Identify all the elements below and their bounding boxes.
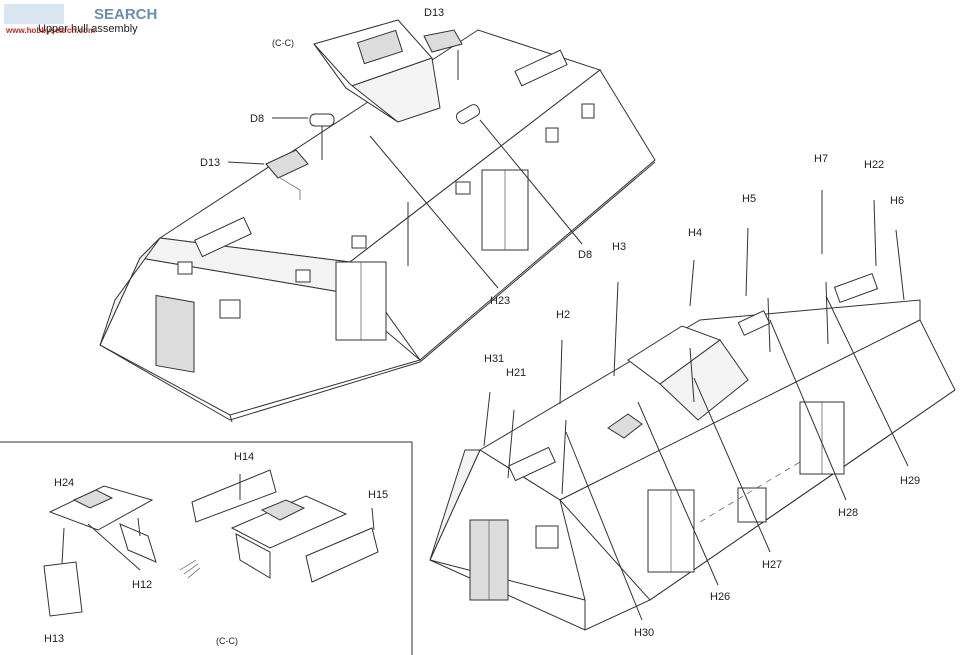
label-h30: H30 — [634, 627, 654, 639]
superstructure-right — [607, 310, 771, 439]
label-d8-left: D8 — [250, 113, 264, 125]
part-h23 — [369, 135, 499, 289]
watermark: SEARCH www.hobbysearch.com — [4, 4, 157, 35]
label-h21: H21 — [506, 367, 526, 379]
label-h29: H29 — [900, 475, 920, 487]
label-h2: H2 — [556, 309, 570, 321]
part-d13-left — [265, 149, 309, 200]
label-d8-right: D8 — [578, 249, 592, 261]
label-h28: H28 — [838, 507, 858, 519]
label-d13-left: D13 — [200, 157, 220, 169]
label-h23: H23 — [490, 295, 510, 307]
watermark-logo: SEARCH — [94, 6, 157, 23]
label-h26: H26 — [710, 591, 730, 603]
label-h3: H3 — [612, 241, 626, 253]
part-d13-top — [423, 29, 463, 80]
antenna-parts — [483, 190, 905, 495]
label-h5: H5 — [742, 193, 756, 205]
label-h4: H4 — [688, 227, 702, 239]
watermark-url: www.hobbysearch.com — [5, 26, 95, 35]
upper-hull-top — [99, 29, 656, 423]
label-d13-top: D13 — [424, 7, 444, 19]
label-h13: H13 — [44, 633, 64, 645]
label-h12: H12 — [132, 579, 152, 591]
part-d8-right — [455, 104, 583, 245]
superstructure-top — [313, 19, 441, 123]
label-section-top: (C-C) — [272, 38, 294, 48]
upper-hull-right — [429, 273, 956, 631]
label-h14: H14 — [234, 451, 254, 463]
inset-box — [0, 441, 413, 655]
label-h27: H27 — [762, 559, 782, 571]
leader-lines — [565, 295, 909, 621]
section-title: Upper hull assembly — [38, 23, 138, 35]
label-h31: H31 — [484, 353, 504, 365]
label-section-inset: (C-C) — [216, 636, 238, 646]
part-d8-left — [309, 113, 335, 160]
label-h24: H24 — [54, 477, 74, 489]
label-h22: H22 — [864, 159, 884, 171]
label-h15: H15 — [368, 489, 388, 501]
label-h6: H6 — [890, 195, 904, 207]
label-h7: H7 — [814, 153, 828, 165]
